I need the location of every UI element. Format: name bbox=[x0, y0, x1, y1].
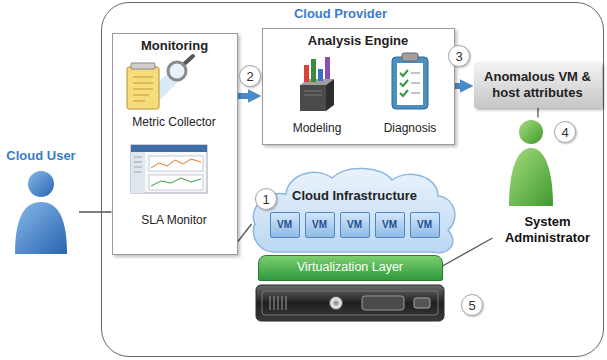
band-label: Virtualization Layer bbox=[297, 260, 403, 275]
output-text: Anomalous VM & host attributes bbox=[480, 69, 596, 100]
callout-number: 3 bbox=[448, 45, 470, 67]
box-title: Analysis Engine bbox=[308, 33, 408, 49]
cloud-title: Cloud Infrastructure bbox=[292, 188, 417, 204]
vm-box: VM bbox=[305, 212, 335, 238]
cloud-infrastructure: Cloud InfrastructureVM VM VM VM VM bbox=[252, 166, 458, 254]
component-label: Metric Collector bbox=[132, 115, 215, 129]
provider-boundary: Cloud ProviderMonitoringMetric Collector… bbox=[101, 2, 604, 357]
callout-number: 1 bbox=[255, 188, 277, 210]
callout-number: 2 bbox=[239, 65, 261, 87]
callout-number: 4 bbox=[554, 121, 576, 143]
actor-label: Cloud User bbox=[6, 148, 75, 164]
connector-line bbox=[537, 108, 538, 118]
flow-arrow bbox=[455, 83, 462, 89]
connector-line bbox=[79, 211, 112, 212]
cloud-shape bbox=[252, 166, 458, 254]
monitoring-box: MonitoringMetric CollectorSLA Monitor bbox=[112, 33, 238, 255]
vm-label: VM bbox=[347, 219, 362, 231]
callout-number: 5 bbox=[461, 294, 483, 316]
component-label: Modeling bbox=[293, 121, 342, 135]
boundary-title: Cloud Provider bbox=[294, 6, 387, 22]
vm-label: VM bbox=[277, 219, 292, 231]
flow-arrow bbox=[238, 93, 250, 99]
metric-collector: Metric Collector bbox=[115, 55, 233, 131]
sla-monitor: SLA Monitor bbox=[115, 139, 233, 229]
vm-box: VM bbox=[375, 212, 405, 238]
vm-label: VM bbox=[312, 219, 327, 231]
vm-label: VM bbox=[382, 219, 397, 231]
admin-actor: System Administrator bbox=[493, 118, 603, 248]
vm-box: VM bbox=[270, 212, 300, 238]
person-icon bbox=[3, 148, 79, 260]
cloud-user-actor: Cloud User bbox=[3, 148, 79, 260]
analysis-engine-box: Analysis EngineModeling Diagnosis bbox=[262, 28, 455, 145]
server-illustration bbox=[256, 285, 444, 321]
box-title: Monitoring bbox=[141, 38, 208, 54]
connector-line bbox=[238, 224, 252, 242]
component-label: Diagnosis bbox=[384, 121, 437, 135]
diagnosis-step: Diagnosis bbox=[374, 51, 446, 137]
vm-label: VM bbox=[417, 219, 432, 231]
vm-box: VM bbox=[410, 212, 440, 238]
modeling-step: Modeling bbox=[282, 51, 352, 137]
output-box: Anomalous VM & host attributes bbox=[474, 62, 602, 108]
virtualization-band: Virtualization Layer bbox=[258, 255, 443, 281]
actor-label: System Administrator bbox=[493, 214, 603, 245]
vm-box: VM bbox=[340, 212, 370, 238]
component-label: SLA Monitor bbox=[141, 213, 206, 227]
